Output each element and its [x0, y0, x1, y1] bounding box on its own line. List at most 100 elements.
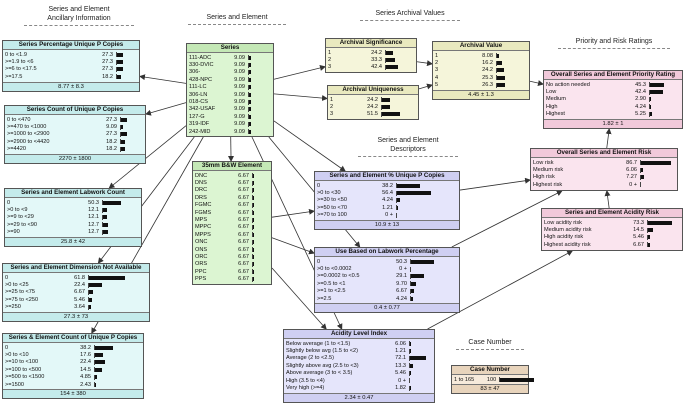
- node-series-and-element-count-of-unique-p-copies[interactable]: Series & Element Count of Unique P Copie…: [2, 333, 144, 400]
- node-series-and-element-dimension-not-available[interactable]: Series and Element Dimension Not Availab…: [2, 263, 150, 322]
- state-row[interactable]: 306-9.09: [189, 69, 271, 76]
- state-row[interactable]: Average (2 to <2.5)72.1: [286, 355, 432, 362]
- node-overall-series-and-element-priority-rating[interactable]: Overall Series and Element Priority Rati…: [543, 70, 683, 129]
- state-row[interactable]: Above average (3 to < 3.5)5.46: [286, 370, 432, 377]
- state-row[interactable]: Below average (1 to <1.5)6.06: [286, 340, 432, 347]
- state-row[interactable]: High (3.5 to <4)0 +: [286, 377, 432, 384]
- state-row[interactable]: Slightly below avg (1.5 to <2)1.21: [286, 347, 432, 354]
- state-row[interactable]: Very high (>=4)1.82: [286, 384, 432, 391]
